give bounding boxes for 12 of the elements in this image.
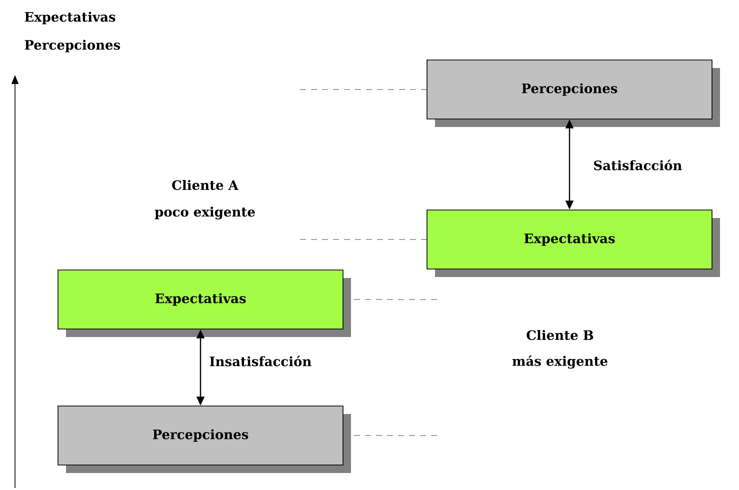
level-box: Expectativas xyxy=(58,270,351,337)
label: Cliente B xyxy=(526,330,594,340)
level-box: Percepciones xyxy=(426,60,720,127)
label: Percepciones xyxy=(24,40,120,52)
level-box: Percepciones xyxy=(58,406,351,473)
label: Expectativas xyxy=(24,12,116,24)
label: poco exigente xyxy=(154,206,255,220)
level-box: Expectativas xyxy=(426,210,720,277)
label: más exigente xyxy=(512,355,608,369)
label: Cliente A xyxy=(172,180,239,190)
edge-label: Satisfacción xyxy=(594,160,682,170)
edge-label: Insatisfacción xyxy=(210,356,312,366)
